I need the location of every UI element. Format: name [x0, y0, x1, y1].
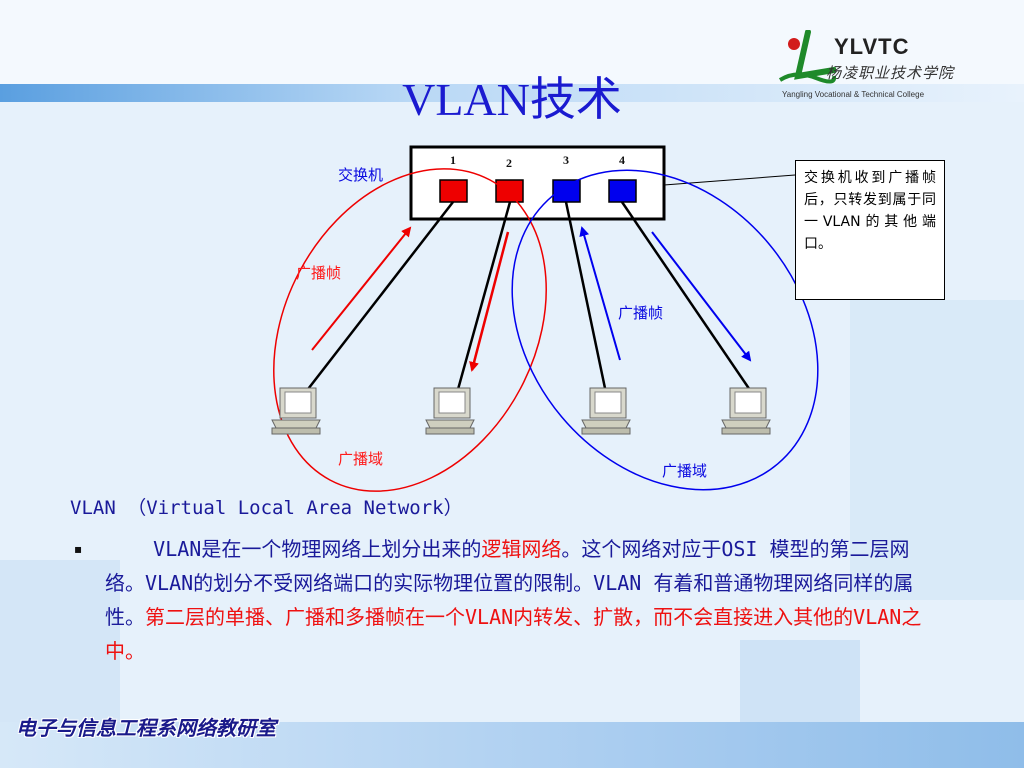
- page-title: VLAN技术: [0, 64, 1024, 135]
- computer-icon: [721, 387, 771, 435]
- paragraph-highlight: 第二层的单播、广播和多播帧在一个VLAN内转发、扩散，而不会直接进入其他的VLA…: [105, 605, 922, 663]
- cable-2: [455, 201, 512, 394]
- body-paragraph: VLAN是在一个物理网络上划分出来的逻辑网络。这个网络对应于OSI 模型的第二层…: [105, 532, 945, 668]
- bullet-icon: ▪: [74, 542, 83, 556]
- broadcast-frame-label-right: 广播帧: [618, 304, 664, 322]
- broadcast-arrow-red-down: [469, 231, 510, 372]
- switch-port-4: [608, 179, 637, 203]
- paragraph-text: 。这个网络对应于OSI 模型的第二层网络。VLAN的划分不受网络端口的实际物理位…: [105, 537, 914, 629]
- broadcast-domain-blue: [511, 169, 819, 491]
- title-cjk: 技术: [529, 72, 622, 126]
- callout-leader: [663, 174, 796, 186]
- logo-subtitle: Yangling Vocational & Technical College: [782, 90, 925, 99]
- port-number: 4: [619, 153, 625, 167]
- cable-4: [620, 201, 754, 394]
- bg-shape: [0, 0, 1024, 84]
- port-number: 1: [450, 153, 456, 167]
- logo-mark-icon: [778, 30, 836, 84]
- switch-label: 交换机: [338, 166, 384, 184]
- port-number: 2: [506, 156, 512, 170]
- computer-icon: [425, 387, 475, 435]
- switch-port-1: [439, 179, 468, 203]
- broadcast-arrow-blue-up: [579, 226, 621, 361]
- title-latin: VLAN: [402, 74, 530, 125]
- logo-text-en: YLVTC: [834, 34, 910, 59]
- paragraph-highlight: 逻辑网络: [481, 537, 562, 561]
- switch-port-2: [495, 179, 524, 203]
- broadcast-arrow-blue-down: [651, 231, 752, 362]
- port-number: 3: [563, 153, 569, 167]
- cable-3: [564, 201, 608, 394]
- bg-shape: [850, 300, 1024, 600]
- footer-text: 电子与信息工程系网络教研室: [16, 716, 276, 740]
- broadcast-arrow-red-up: [311, 226, 412, 351]
- computer-icon: [581, 387, 631, 435]
- bg-stripe: [0, 722, 1024, 768]
- computer-icon: [271, 387, 321, 435]
- cable-1: [304, 201, 454, 394]
- switch-port-3: [552, 179, 581, 203]
- broadcast-frame-label-left: 广播帧: [296, 264, 342, 282]
- broadcast-domain-red: [273, 168, 547, 492]
- broadcast-domain-label-left: 广播域: [338, 450, 384, 468]
- logo-text-cn: 杨凌职业技术学院: [826, 64, 955, 82]
- definition-text: VLAN （Virtual Local Area Network）: [70, 497, 463, 519]
- bg-stripe: [0, 84, 1024, 102]
- college-logo: YLVTC 杨凌职业技术学院 Yangling Vocational & Tec…: [776, 28, 976, 104]
- callout-box: 交换机收到广播帧后，只转发到属于同一VLAN的其他端口。: [795, 160, 945, 300]
- paragraph-text: VLAN是在一个物理网络上划分出来的: [105, 537, 482, 561]
- broadcast-domain-label-right: 广播域: [662, 462, 708, 480]
